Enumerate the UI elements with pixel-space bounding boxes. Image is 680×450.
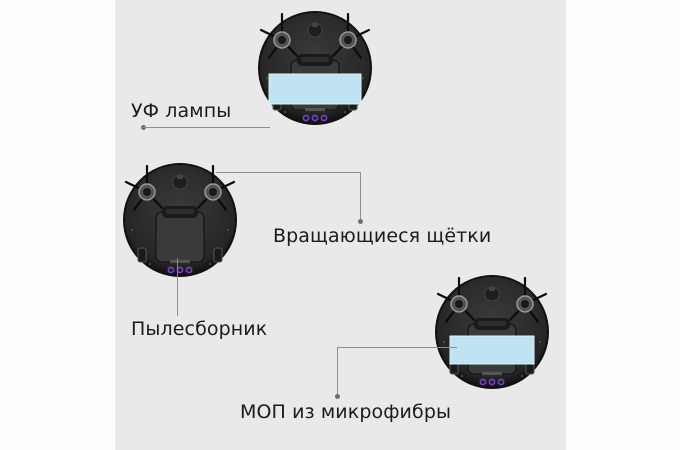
callout-uv-lamps: УФ лампы — [131, 100, 232, 122]
connector-dot — [358, 219, 363, 224]
callout-rotating-brushes: Вращающиеся щётки — [273, 225, 492, 247]
connector-line — [337, 347, 457, 348]
robot-bottom-image — [432, 272, 552, 394]
connector-dot — [335, 394, 340, 399]
callout-microfiber-mop: МОП из микрофибры — [240, 401, 452, 423]
callout-dust-bin: Пылесборник — [131, 318, 268, 340]
connector-line — [337, 347, 338, 395]
mop-pad — [449, 335, 535, 365]
connector-line — [360, 172, 361, 221]
connector-line — [177, 258, 178, 316]
robot-middle-image — [120, 160, 240, 282]
connector-line — [216, 172, 360, 173]
robot-top-image — [255, 8, 375, 130]
connector-line — [143, 127, 270, 128]
mop-pad — [268, 73, 362, 105]
